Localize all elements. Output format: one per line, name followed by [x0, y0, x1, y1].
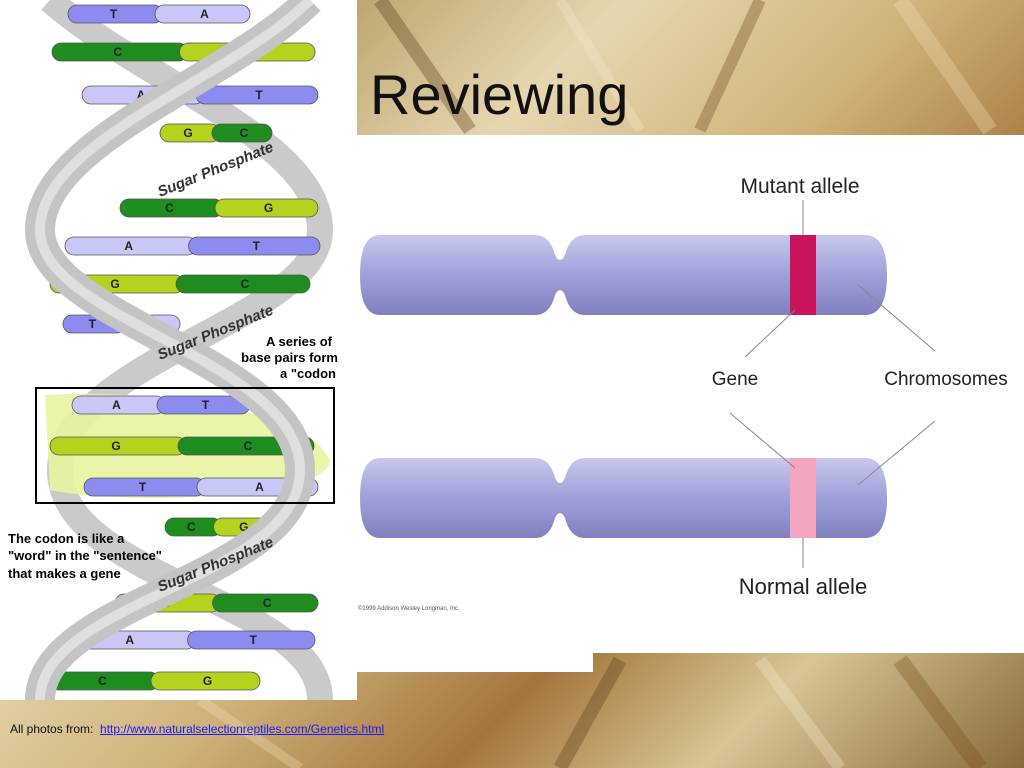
base-letter-left: C: [165, 201, 174, 215]
base-letter-left: A: [137, 88, 146, 102]
mutant-chromosome: [360, 235, 887, 315]
base-letter-left: G: [111, 439, 120, 453]
footer-prefix: All photos from:: [10, 722, 94, 736]
base-a-right: [154, 4, 251, 24]
mutant-allele-band: [790, 235, 816, 315]
base-letter-right: G: [264, 201, 273, 215]
mutant-allele-label: Mutant allele: [740, 175, 859, 198]
source-link[interactable]: http://www.naturalselectionreptiles.com/…: [100, 722, 385, 736]
footer: All photos from: http://www.naturalselec…: [10, 722, 384, 736]
base-letter-right: G: [239, 520, 248, 534]
codon-box: [35, 387, 335, 504]
codon-word-line-1: The codon is like a: [8, 531, 125, 546]
base-letter-right: T: [202, 398, 210, 412]
base-letter-right: A: [255, 480, 264, 494]
base-letter-left: A: [125, 633, 134, 647]
base-letter-right: G: [203, 674, 212, 688]
base-g-right: [214, 198, 319, 218]
codon-word-line-3: that makes a gene: [8, 566, 121, 581]
base-c-right: [211, 123, 273, 143]
chromosome-diagram: Mutant allele Gene Chromosomes Normal al…: [355, 135, 1024, 653]
backbone-label-1: Sugar Phosphate: [155, 139, 276, 201]
base-t-right: [187, 630, 316, 650]
normal-allele-label: Normal allele: [739, 574, 867, 599]
base-letter-right: C: [263, 596, 272, 610]
base-letter-right: C: [244, 439, 253, 453]
base-c-right: [175, 274, 311, 294]
base-letter-left: T: [110, 7, 118, 21]
base-letter-left: A: [112, 398, 121, 412]
base-c-right: [212, 593, 319, 613]
gene-label: Gene: [712, 369, 758, 390]
chromosomes-label: Chromosomes: [884, 369, 1008, 390]
base-letter-left: G: [183, 126, 192, 140]
base-letter-left: C: [113, 45, 122, 59]
base-letter-right: C: [240, 126, 249, 140]
chromosome-svg: Mutant allele Gene Chromosomes Normal al…: [358, 175, 1008, 612]
codon-word-line-2: "word" in the "sentence": [8, 548, 162, 563]
base-letter-right: A: [200, 7, 209, 21]
base-letter-right: C: [241, 277, 250, 291]
normal-chromosome: [360, 458, 887, 538]
base-letter-left: C: [98, 674, 107, 688]
base-letter-left: G: [110, 277, 119, 291]
codon-series-line-1: A series of: [266, 334, 333, 349]
chromosome-panel-tail: [355, 650, 593, 672]
base-letter-left: T: [89, 317, 97, 331]
base-letter-right: T: [253, 239, 261, 253]
copyright-text: ©1999 Addison Wesley Longman, Inc.: [358, 605, 460, 612]
base-letter-left: A: [124, 239, 133, 253]
normal-allele-band: [790, 458, 816, 538]
base-g-right: [150, 671, 261, 691]
backbone-label-3: Sugar Phosphate: [155, 534, 276, 596]
slide-title: Reviewing: [370, 63, 629, 126]
base-letter-right: T: [255, 88, 263, 102]
codon-series-line-3: a "codon: [280, 366, 336, 381]
base-letter-left: T: [139, 480, 147, 494]
base-letter-right: T: [250, 633, 258, 647]
base-letter-left: C: [187, 520, 196, 534]
base-t-right: [188, 236, 321, 256]
codon-series-line-2: base pairs form: [241, 350, 338, 365]
